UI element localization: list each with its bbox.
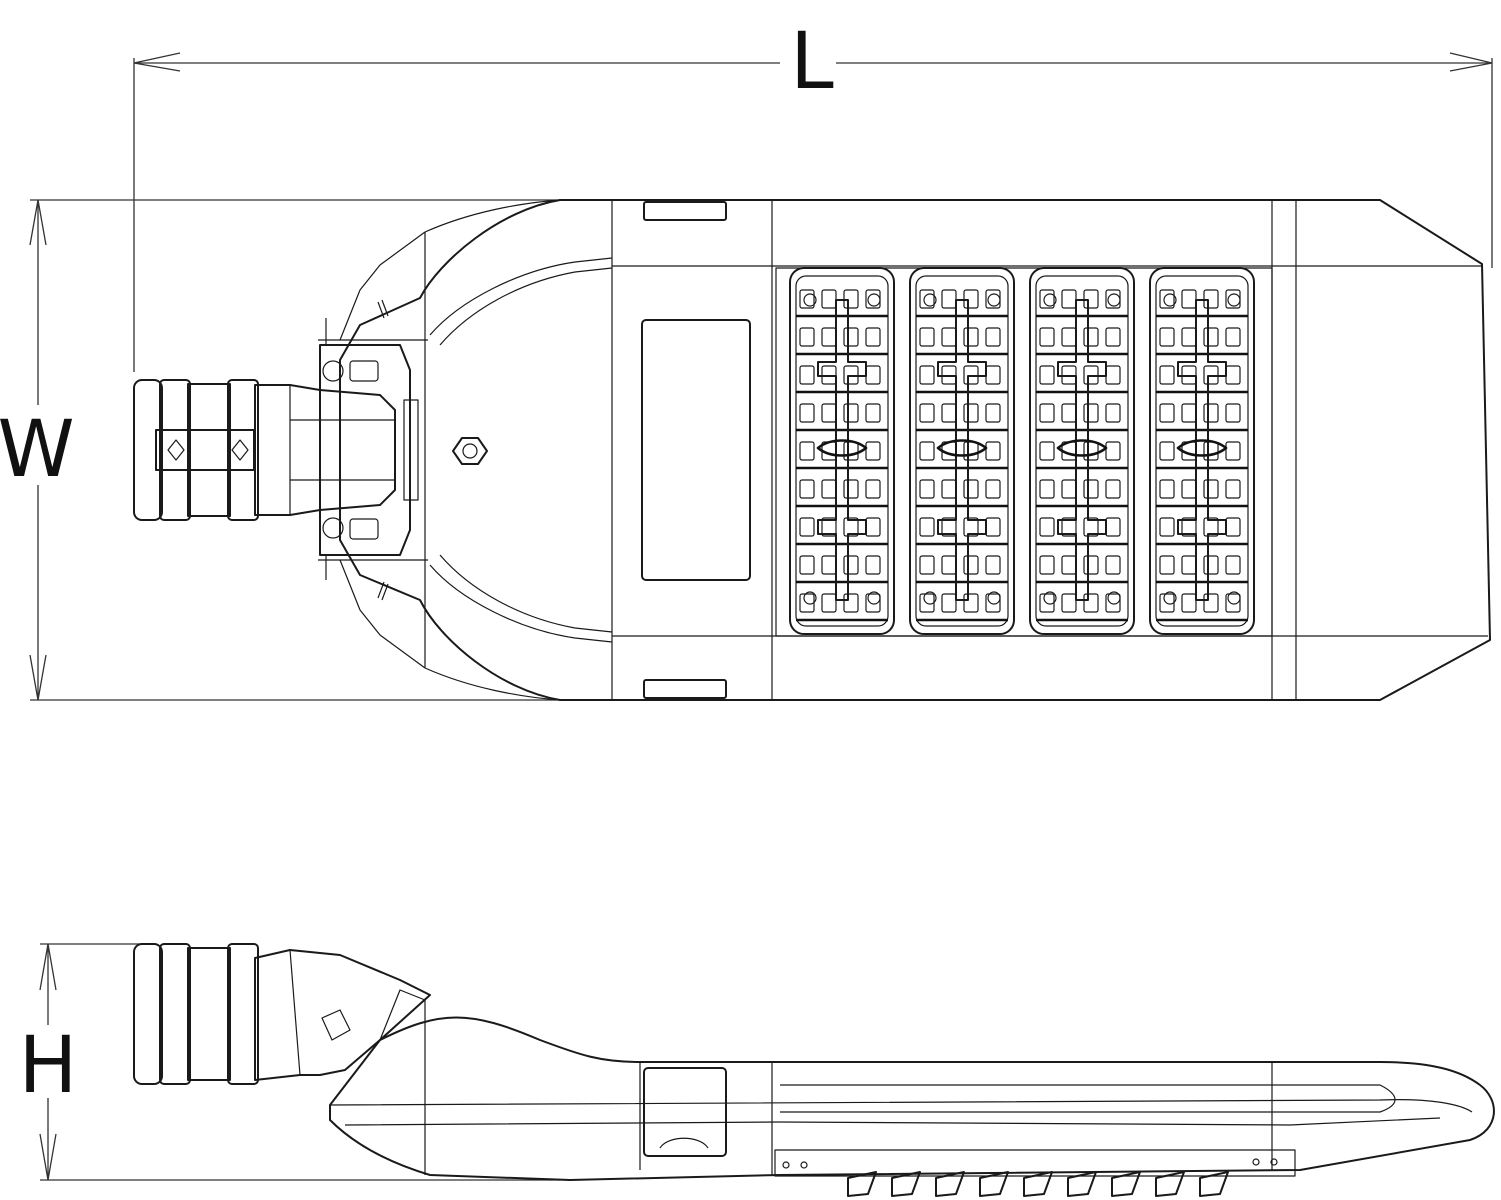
side-fin [1023,1171,1053,1197]
side-fin [1067,1171,1097,1197]
side-fin [979,1171,1009,1197]
side-fin [1155,1171,1185,1197]
side-view [133,943,1495,1197]
led-module-group [789,267,1255,635]
side-fin-group [847,1171,1229,1197]
side-elbow [254,949,431,1081]
led-module [1149,267,1255,635]
side-fin [891,1171,921,1197]
side-housing-outline [329,1016,1495,1181]
pole-adapter-top [133,379,259,521]
height-label: H [19,1021,78,1111]
height-dimension: H [19,943,560,1181]
led-module [789,267,895,635]
top-view [133,199,1491,701]
side-fin [1199,1171,1229,1197]
length-dimension: L [133,17,1493,372]
driver-window [641,319,751,581]
side-fin [847,1171,877,1197]
length-label: L [790,17,834,107]
width-dimension: W [0,199,560,701]
width-label: W [0,405,75,495]
led-module [909,267,1015,635]
pivot-bracket [319,344,411,556]
side-fin [935,1171,965,1197]
housing-outline [339,199,1491,701]
side-clamp [643,1067,727,1157]
led-module [1029,267,1135,635]
mounting-neck [254,384,396,516]
pole-adapter-side [133,943,259,1085]
side-fin [1111,1171,1141,1197]
